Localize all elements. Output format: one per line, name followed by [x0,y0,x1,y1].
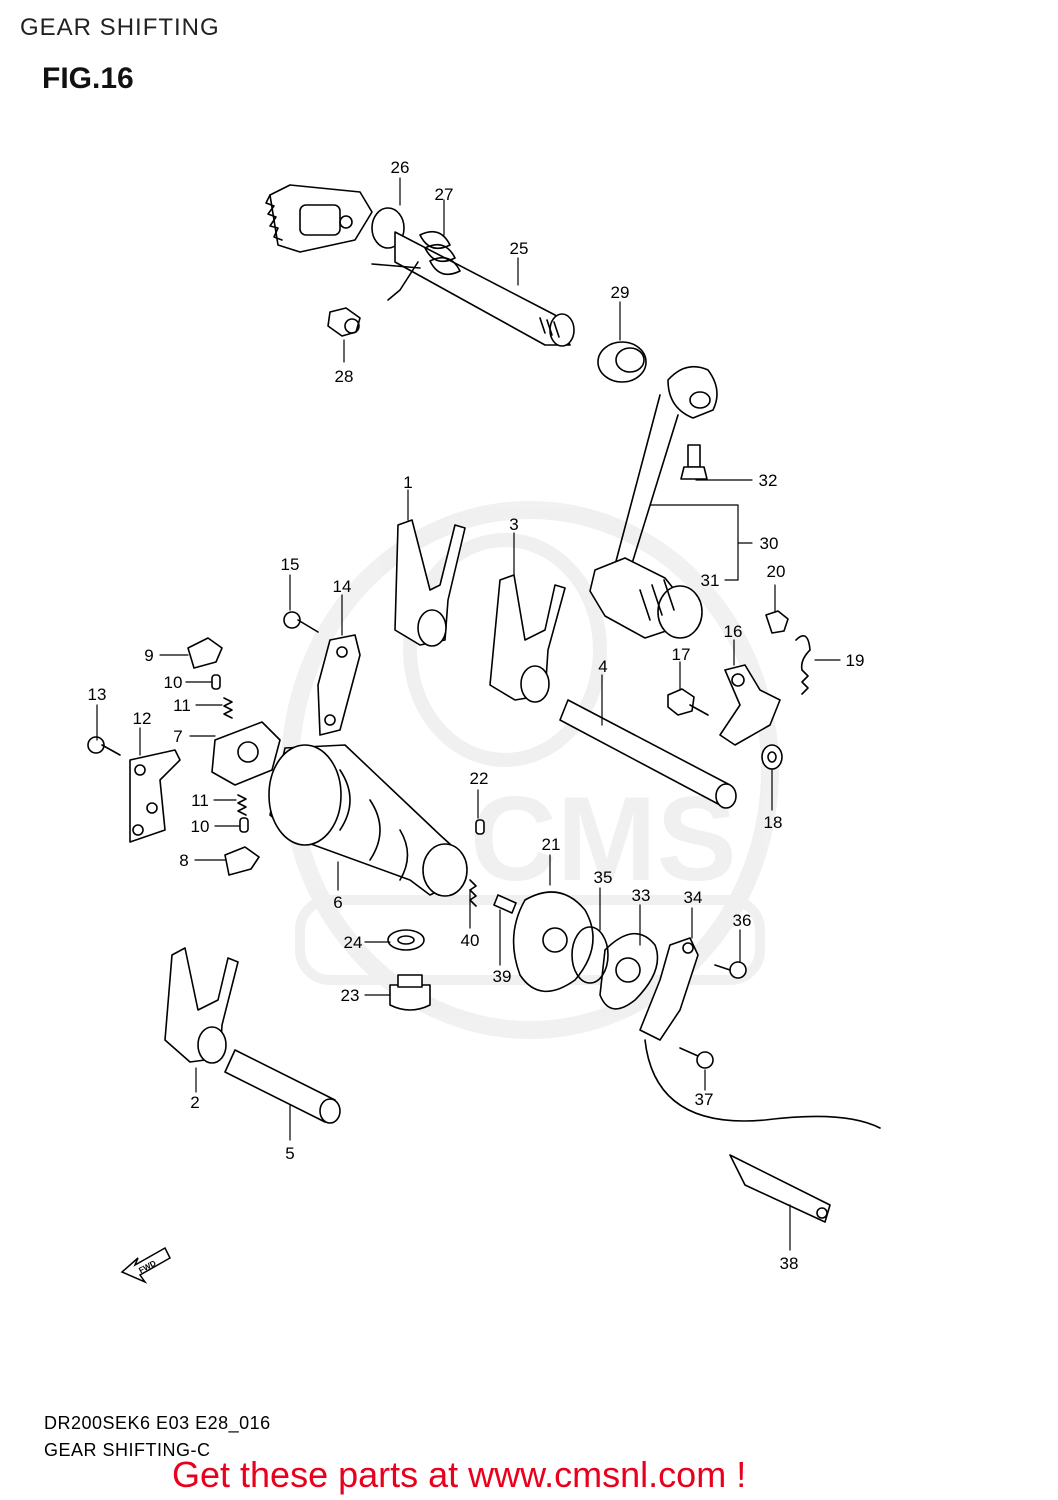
callout-labels: 1 2 3 4 5 6 7 8 9 10 10 11 11 12 13 14 1… [88,158,865,1273]
callout-18: 18 [764,813,783,832]
gearshift-shaft-sector [265,184,405,253]
washer-24 [387,929,425,951]
callout-6: 6 [333,893,342,912]
callout-30: 30 [760,534,779,553]
gearshift-shaft [394,231,575,347]
callout-24: 24 [344,933,363,952]
cam-stopper [719,664,781,746]
washer-18 [761,744,783,770]
shift-pawl-8 [224,846,260,876]
callout-32: 32 [759,471,778,490]
pin-22 [475,819,485,835]
callout-7: 7 [173,727,182,746]
diagram-name: GEAR SHIFTING-C [44,1440,211,1460]
callout-19: 19 [846,651,865,670]
shift-fork-3 [489,574,566,703]
bolt-20 [765,610,789,634]
shift-pawl-9 [187,637,223,669]
callout-9: 9 [144,646,153,665]
cam-driven-gear [211,721,281,786]
callout-13: 13 [88,685,107,704]
switch-contact-pin [493,894,517,914]
pawl-lifter-plate [129,749,181,843]
callout-3: 3 [509,515,518,534]
callout-5: 5 [285,1144,294,1163]
lever-bolt [680,444,708,480]
callout-10b: 10 [191,817,210,836]
switch-lead-wire [644,1039,881,1129]
shift-fork-1 [394,519,466,647]
o-ring [571,926,609,984]
pawl-pin [211,674,249,833]
pawl-spring [223,697,247,816]
cmsnl-promo-link[interactable]: Get these parts at www.cmsnl.com ! [172,1454,747,1495]
screw-13 [87,736,121,756]
stopper-bolt [327,307,361,337]
callout-1: 1 [403,473,412,492]
callout-27: 27 [435,185,454,204]
callout-2: 2 [190,1093,199,1112]
callout-34: 34 [684,888,703,907]
oil-seal [597,341,647,383]
callout-15: 15 [281,555,300,574]
callout-40: 40 [461,931,480,950]
callout-8: 8 [179,851,188,870]
gear-position-switch [599,932,659,1010]
figure-title: FIG.16 [42,62,134,95]
callout-12: 12 [133,709,152,728]
switch-clamp [639,937,699,1041]
callout-16: 16 [724,622,743,641]
screw-15 [283,611,319,633]
callout-39: 39 [493,967,512,986]
stopper-bolt-17 [667,688,709,716]
callout-14: 14 [333,577,352,596]
callout-36: 36 [733,911,752,930]
section-heading: GEAR SHIFTING [20,14,220,41]
callout-26: 26 [391,158,410,177]
diagram-code: DR200SEK6 E03 E28_016 [44,1413,271,1433]
callout-11a: 11 [173,696,191,715]
cam-stopper-plate [317,634,361,736]
callout-38: 38 [780,1254,799,1273]
watermark-text: CMS [470,772,737,906]
gearshift-cam-drum [268,744,468,897]
callout-28: 28 [335,367,354,386]
callout-23: 23 [341,986,360,1005]
wire-clamp [729,1154,831,1223]
callout-31: 31 [701,571,720,590]
callout-29: 29 [611,283,630,302]
shaft-return-spring [371,230,461,301]
callout-20: 20 [767,562,786,581]
callout-33: 33 [632,886,651,905]
callout-35: 35 [594,868,613,887]
shift-fork-2 [164,947,239,1064]
stopper-spring [795,634,811,695]
gearshift-lever [589,365,718,639]
callout-10a: 10 [164,673,183,692]
neutral-switch-plug [389,974,431,1011]
fork-shaft-4 [559,699,737,809]
forward-direction-arrow: FWD [120,1246,171,1284]
fork-shaft-5 [224,1049,341,1124]
screw-36 [714,961,747,979]
callout-17: 17 [672,645,691,664]
callout-25: 25 [510,239,529,258]
callout-4: 4 [598,657,607,676]
callout-37: 37 [695,1090,714,1109]
callout-11b: 11 [191,791,209,810]
leader-lines [96,177,841,1251]
contact-spring [469,879,477,907]
callout-21: 21 [542,835,561,854]
screw-37 [679,1047,714,1069]
callout-22: 22 [470,769,489,788]
